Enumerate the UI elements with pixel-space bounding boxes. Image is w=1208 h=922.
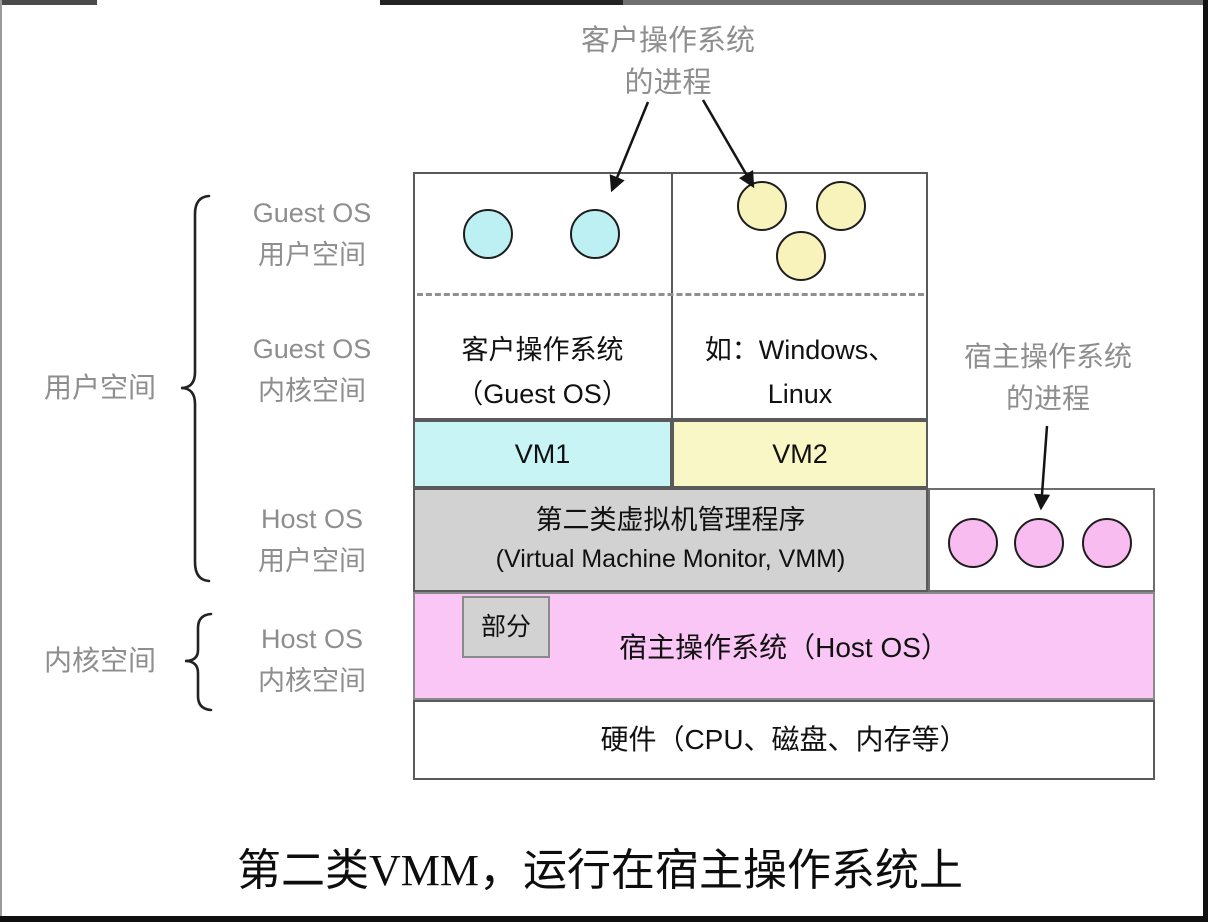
label-line: Guest OS — [252, 198, 372, 228]
user-space-brace — [180, 194, 211, 583]
top-bar-segment-right — [623, 0, 1208, 5]
guest2-process-circle — [737, 181, 787, 231]
vmm-text: 第二类虚拟机管理程序 (Virtual Machine Monitor, VMM… — [413, 500, 928, 578]
host-process-circle — [1014, 518, 1064, 568]
guest-os-examples-text: 如：Windows、 Linux — [674, 328, 926, 416]
text-line: 如：Windows、 — [704, 335, 896, 365]
vm1-bar: VM1 — [413, 420, 672, 488]
slide-caption: 第二类VMM，运行在宿主操作系统上 — [236, 846, 964, 895]
label-line: Host OS — [260, 624, 364, 654]
label-line: 用户空间 — [258, 240, 366, 270]
guest-process-annotation: 客户操作系统 的进程 — [518, 20, 818, 104]
annotation-line: 的进程 — [1005, 383, 1090, 414]
host-process-circle — [1082, 518, 1132, 568]
user-space-group-label: 用户空间 — [43, 372, 156, 403]
vm2-bar: VM2 — [672, 420, 928, 488]
text-line: （Guest OS） — [456, 379, 629, 409]
text-line: (Virtual Machine Monitor, VMM) — [495, 545, 846, 573]
bottom-edge-bar — [0, 916, 1208, 922]
label-line: Guest OS — [252, 334, 372, 364]
host-os-text: 宿主操作系统（Host OS） — [619, 632, 949, 663]
kernel-space-group-label: 内核空间 — [43, 645, 156, 676]
label-line: 用户空间 — [258, 546, 366, 576]
right-edge-bar — [1203, 0, 1208, 922]
guest-user-kernel-divider — [417, 293, 924, 296]
text-line: Linux — [767, 379, 833, 409]
label-host-os-kernel-space: Host OS 内核空间 — [212, 618, 412, 702]
label-host-os-user-space: Host OS 用户空间 — [212, 498, 412, 582]
host-process-circle — [948, 518, 998, 568]
annotation-line: 客户操作系统 — [580, 25, 755, 57]
text-line: 第二类虚拟机管理程序 — [535, 505, 806, 535]
label-guest-os-user-space: Guest OS 用户空间 — [212, 192, 412, 276]
label-guest-os-kernel-space: Guest OS 内核空间 — [212, 328, 412, 412]
guest-os-kernel-text: 客户操作系统 （Guest OS） — [415, 328, 670, 416]
guest1-process-circle — [463, 209, 513, 259]
label-line: 内核空间 — [258, 376, 366, 406]
top-bar-segment-middle — [380, 0, 623, 5]
label-line: Host OS — [260, 504, 364, 534]
guest-column-divider — [671, 172, 673, 420]
vmm-box — [413, 488, 928, 592]
partial-box: 部分 — [462, 596, 550, 658]
text-line: 客户操作系统 — [461, 335, 624, 365]
guest2-process-circle — [816, 181, 866, 231]
label-line: 内核空间 — [258, 666, 366, 696]
top-bar-segment-left — [0, 0, 97, 5]
guest2-process-circle — [776, 231, 826, 281]
kernel-space-brace — [184, 612, 213, 712]
left-edge-line — [0, 0, 2, 922]
annotation-line: 的进程 — [624, 67, 712, 99]
guest1-process-circle — [570, 209, 620, 259]
annotation-line: 宿主操作系统 — [963, 341, 1132, 372]
hardware-box: 硬件（CPU、磁盘、内存等） — [413, 700, 1155, 780]
host-process-annotation: 宿主操作系统 的进程 — [898, 336, 1198, 420]
